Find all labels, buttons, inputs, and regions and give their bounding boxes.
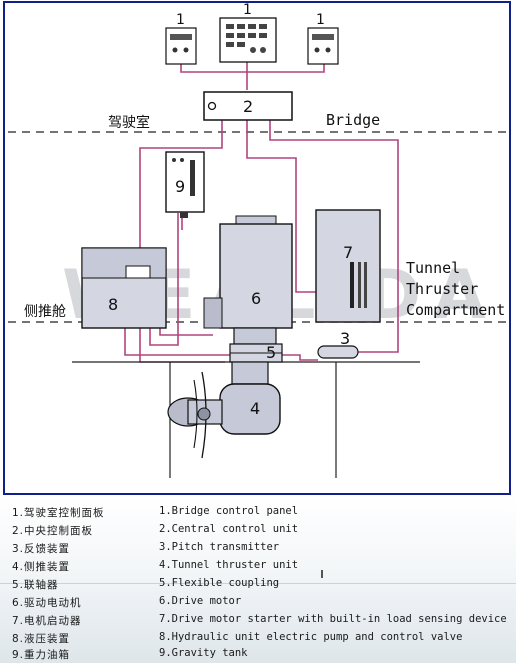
marker-5: 5 <box>266 343 276 362</box>
legend-en-3: 3.Pitch transmitter <box>159 541 280 553</box>
legend-en-5: 5.Flexible coupling <box>159 577 280 589</box>
legend-item-9: 9.重力油箱 9.Gravity tank <box>12 647 512 665</box>
marker-7: 7 <box>343 243 353 262</box>
legend-en-6: 6.Drive motor <box>159 595 242 607</box>
compartment-label-en-3: Compartment <box>406 301 505 319</box>
legend-en-4: 4.Tunnel thruster unit <box>159 559 299 571</box>
legend-en-7: 7.Drive motor starter with built-in load… <box>159 613 507 625</box>
legend-zh-6: 6.驱动电动机 <box>12 597 82 609</box>
legend-zh-1: 1.驾驶室控制面板 <box>12 507 105 519</box>
marker-1-right: 1 <box>316 12 325 28</box>
legend-item-5: 5.联轴器 5.Flexible coupling <box>12 577 512 595</box>
marker-1-left: 1 <box>176 12 185 28</box>
legend-en-8: 8.Hydraulic unit electric pump and contr… <box>159 631 463 643</box>
compartment-label-en-2: Thruster <box>406 280 478 298</box>
central-control-unit <box>203 91 293 121</box>
legend-zh-9: 9.重力油箱 <box>12 649 71 661</box>
bridge-panel-right <box>307 27 339 65</box>
legend-zh-5: 5.联轴器 <box>12 579 59 591</box>
legend-item-2: 2.中央控制面板 2.Central control unit <box>12 523 512 541</box>
thruster-system-diagram: WEALIDA 驾驶室 Bridge 侧推舱 Tunnel Thruster C… <box>3 1 511 495</box>
marker-3: 3 <box>340 329 350 348</box>
gravity-tank <box>165 151 205 218</box>
motor-starter <box>315 209 381 323</box>
legend-zh-2: 2.中央控制面板 <box>12 525 94 537</box>
pitch-transmitter <box>317 345 359 359</box>
legend-en-2: 2.Central control unit <box>159 523 299 535</box>
legend-en-9: 9.Gravity tank <box>159 647 248 659</box>
drive-motor <box>203 215 293 345</box>
cable-coupling-to-pitch <box>280 354 318 361</box>
legend-item-6: 6.驱动电动机 6.Drive motor <box>12 595 512 613</box>
bridge-panel-center <box>219 17 277 63</box>
marker-6: 6 <box>251 289 261 308</box>
legend-item-3: 3.反馈装置 3.Pitch transmitter <box>12 541 512 559</box>
buoy-marker <box>321 570 323 578</box>
legend-zh-4: 4.侧推装置 <box>12 561 71 573</box>
marker-1-center: 1 <box>243 2 252 18</box>
legend-item-7: 7.电机启动器 7.Drive motor starter with built… <box>12 613 512 631</box>
bridge-label-en: Bridge <box>326 111 380 129</box>
hydraulic-unit <box>81 247 167 329</box>
marker-2: 2 <box>243 97 253 116</box>
cable-unit-to-starter <box>246 120 318 293</box>
marker-4: 4 <box>250 399 260 418</box>
tunnel-thruster-unit <box>167 361 281 459</box>
legend-item-8: 8.液压装置 8.Hydraulic unit electric pump an… <box>12 631 512 649</box>
bridge-label-zh: 驾驶室 <box>108 114 150 131</box>
legend-panel: 1.驾驶室控制面板 1.Bridge control panel 2.中央控制面… <box>0 497 516 663</box>
legend-zh-8: 8.液压装置 <box>12 633 71 645</box>
legend-zh-7: 7.电机启动器 <box>12 615 82 627</box>
sea-horizon <box>0 583 516 584</box>
cable-unit-to-pitch <box>269 120 399 353</box>
legend-item-1: 1.驾驶室控制面板 1.Bridge control panel <box>12 505 512 523</box>
flexible-coupling <box>229 343 283 363</box>
legend-zh-3: 3.反馈装置 <box>12 543 71 555</box>
bridge-panel-left <box>165 27 197 65</box>
legend-item-4: 4.侧推装置 4.Tunnel thruster unit <box>12 559 512 577</box>
marker-8: 8 <box>108 295 118 314</box>
legend-en-1: 1.Bridge control panel <box>159 505 299 517</box>
compartment-label-zh: 侧推舱 <box>24 304 66 320</box>
marker-9: 9 <box>175 177 185 196</box>
compartment-label-en-1: Tunnel <box>406 259 460 277</box>
